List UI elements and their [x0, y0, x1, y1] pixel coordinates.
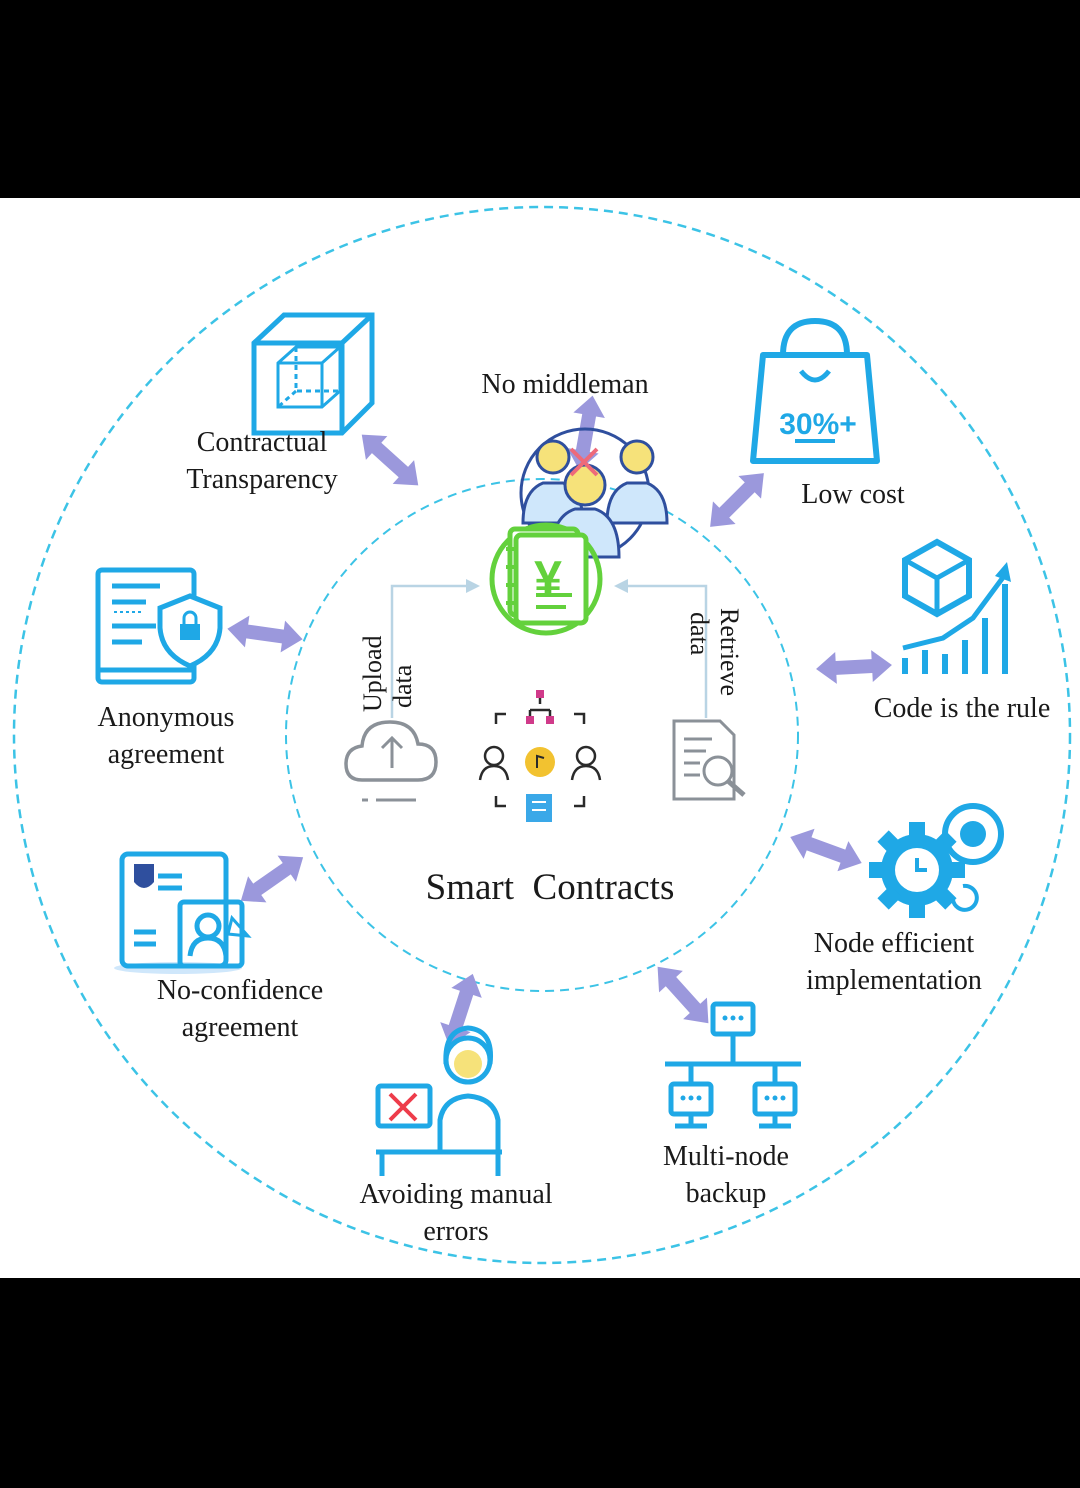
label-code-is-the-rule: Code is the rule [873, 693, 1051, 724]
arrow-node-efficient [784, 821, 868, 879]
smart-contracts-diagram: 30%+ ¥ [12, 205, 1072, 1265]
label-multi-node-backup: Multi-node backup [663, 1141, 789, 1209]
label-no-confidence-agreement: No-confidence agreement [156, 975, 324, 1043]
transparent-cube-icon [251, 312, 375, 436]
smart-contracts-title: Smart Contracts [425, 867, 675, 908]
cube-chart-icon [902, 538, 1011, 674]
arrow-transparency [351, 422, 429, 498]
arrow-code-rule [815, 649, 893, 685]
inner-ring [285, 478, 799, 992]
arrow-multi-node [645, 956, 721, 1034]
network-nodes-icon [665, 1001, 801, 1129]
gear-clock-icon [869, 803, 1004, 918]
parties-network-icon [478, 690, 602, 822]
label-retrieve-data: Retrieve data [685, 608, 744, 697]
low-cost-badge-text: 30%+ [779, 408, 857, 441]
diagram-panel: 30%+ ¥ No middleman Low cost Code is the… [0, 198, 1080, 1278]
label-low-cost: Low cost [801, 479, 905, 510]
outer-ring [12, 205, 1072, 1265]
arrow-low-cost [698, 461, 776, 539]
cloud-upload-icon [344, 720, 438, 802]
label-upload-data: Upload data [358, 635, 417, 712]
label-node-efficient: Node efficient implementation [806, 928, 982, 996]
arrow-anonymous [225, 612, 305, 656]
id-document-icon [114, 851, 252, 974]
connector-lines [390, 579, 708, 718]
label-anonymous-agreement: Anonymous agreement [97, 702, 235, 770]
yuan-symbol: ¥ [534, 551, 562, 607]
people-no-middleman-icon [519, 427, 669, 559]
shopping-bag-icon [750, 317, 880, 464]
document-search-icon [672, 719, 746, 801]
label-avoiding-manual-errors: Avoiding manual errors [359, 1179, 553, 1247]
yuan-contract-book-icon [489, 522, 603, 636]
label-contractual-transparency: Contractual Transparency [186, 427, 338, 495]
label-no-middleman: No middleman [481, 369, 649, 400]
shield-book-icon [95, 567, 223, 685]
person-at-desk-icon [375, 1025, 502, 1176]
